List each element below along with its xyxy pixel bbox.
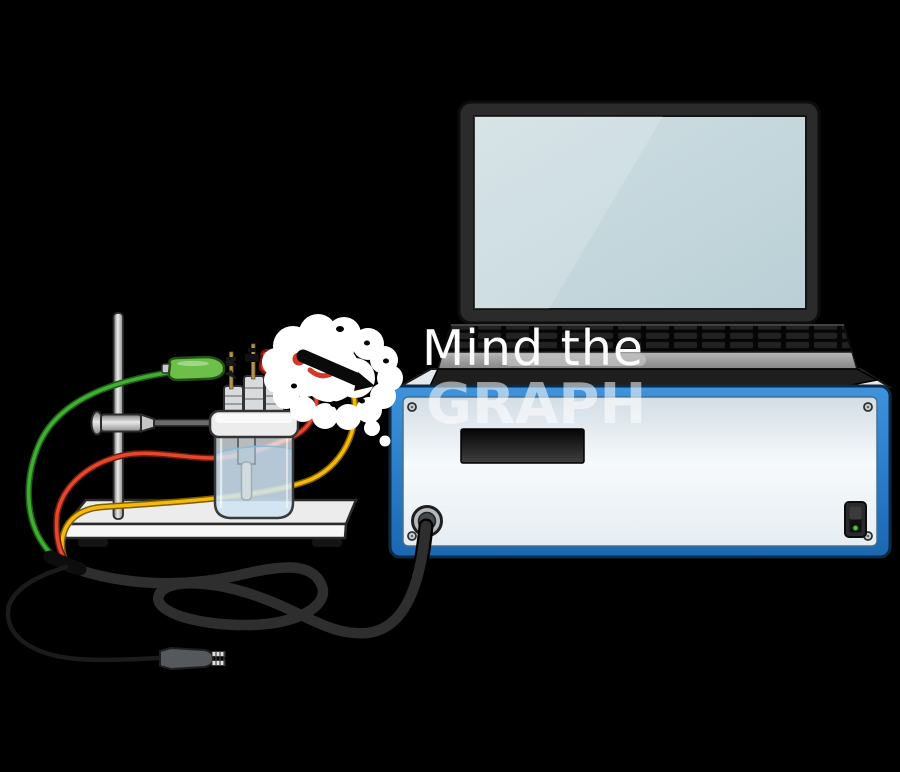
thought-bubble — [379, 435, 391, 447]
cloud-fold-specks — [291, 326, 389, 407]
clip-jaw — [224, 357, 237, 366]
stand-clamp — [90, 410, 216, 436]
power-switch — [844, 501, 867, 538]
pin-threads — [215, 651, 225, 666]
thought-bubble — [364, 420, 380, 436]
wire-bundle-sheath — [43, 550, 87, 576]
instrument-cable — [5, 518, 434, 671]
clamp-cone — [140, 413, 155, 433]
green-alligator-clip — [161, 355, 237, 382]
pin-contact — [226, 357, 236, 361]
clip-boot — [167, 355, 226, 382]
cell-liquid — [216, 446, 292, 517]
laptop-front-edge — [428, 368, 880, 387]
watermark-cloud — [262, 314, 403, 447]
two-pin-connector — [159, 646, 226, 671]
screen-glare — [474, 116, 663, 309]
cell-lid — [208, 409, 300, 439]
clamp-arm — [153, 418, 216, 427]
stand-foot — [312, 538, 342, 547]
potentiostat-display — [460, 428, 585, 464]
watermark-text-line2: GRAPH — [426, 372, 647, 437]
clip-jaw — [224, 370, 237, 379]
pencil-icon — [296, 349, 375, 391]
potentiostat — [388, 384, 892, 559]
liquid-surface — [215, 445, 293, 454]
clip-peek — [307, 367, 334, 379]
clamp-body — [100, 413, 142, 433]
banana-plug — [245, 354, 259, 362]
stand-foot — [78, 538, 108, 547]
watermark-text-line1: Mind the — [422, 320, 645, 377]
laptop-touchpad — [504, 354, 646, 366]
clip-highlight — [177, 360, 209, 367]
connector-pin — [211, 660, 226, 666]
laptop — [428, 100, 880, 387]
power-led — [852, 524, 859, 532]
electrochemical-cell — [208, 343, 300, 520]
connector-lead — [5, 564, 163, 663]
stand-base-front — [63, 522, 348, 540]
pin-contact — [248, 348, 256, 352]
laptop-screen — [473, 115, 807, 310]
cell-glass-outline — [213, 432, 295, 520]
connector-pin — [211, 651, 226, 657]
